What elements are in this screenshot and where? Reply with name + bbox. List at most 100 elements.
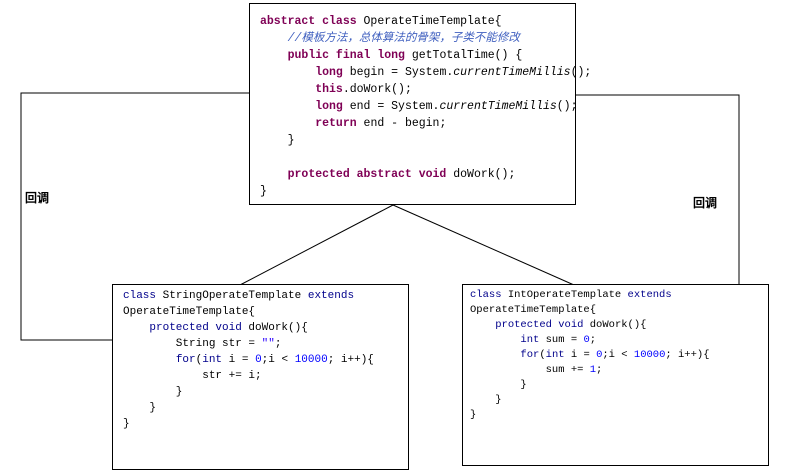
code-token: String str =	[123, 338, 262, 350]
code-token: extends	[627, 289, 672, 301]
code-token: StringOperateTemplate	[156, 290, 308, 302]
code-token	[123, 354, 176, 366]
code-token: end = System.	[342, 100, 440, 113]
code-line: }	[123, 400, 156, 416]
code-token: getTotalTime() {	[404, 49, 523, 62]
code-line: long end = System.currentTimeMillis();	[260, 98, 578, 115]
code-token	[260, 117, 315, 130]
code-token: ();	[570, 66, 592, 79]
code-token: for	[175, 354, 196, 366]
code-token: 1	[589, 364, 597, 376]
code-token: OperateTimeTemplate{	[470, 304, 597, 316]
code-token: ; i++){	[665, 349, 710, 361]
code-token: ""	[261, 338, 275, 350]
code-token: public final long	[287, 49, 405, 62]
code-line: //模板方法，总体算法的骨架，子类不能修改	[260, 30, 520, 47]
code-token: 0	[583, 334, 590, 346]
code-token: (	[539, 349, 546, 361]
code-token: }	[123, 386, 183, 398]
code-token: protected void	[149, 322, 242, 334]
code-token	[470, 334, 520, 346]
code-token: }	[470, 409, 477, 421]
code-token: int	[202, 354, 223, 366]
code-token: }	[123, 418, 130, 430]
code-line: String str = "";	[123, 336, 282, 352]
code-token: OperateTimeTemplate{	[356, 15, 502, 28]
code-token: ();	[556, 100, 578, 113]
code-token: 0	[255, 354, 262, 366]
code-token: return	[315, 117, 357, 130]
code-token: OperateTimeTemplate{	[123, 306, 256, 318]
code-token: protected void	[495, 319, 584, 331]
code-token: abstract class	[260, 15, 357, 28]
inherit-line-right	[392, 204, 575, 286]
code-line: class IntOperateTemplate extends	[470, 288, 672, 303]
code-line: for(int i = 0;i < 10000; i++){	[123, 352, 374, 368]
code-line: long begin = System.currentTimeMillis();	[260, 64, 591, 81]
code-token: currentTimeMillis	[439, 100, 557, 113]
code-token: doWork();	[446, 168, 516, 181]
code-line: public final long getTotalTime() {	[260, 47, 523, 64]
code-token: class	[123, 290, 157, 302]
code-line: class StringOperateTemplate extends	[123, 288, 354, 304]
code-token	[260, 66, 315, 79]
code-token: sum =	[539, 334, 584, 346]
code-token: }	[470, 394, 502, 406]
code-token: doWork(){	[583, 319, 647, 331]
code-token: //模板方法，总体算法的骨架，子类不能修改	[260, 32, 520, 45]
code-token	[470, 319, 495, 331]
code-token: currentTimeMillis	[453, 66, 571, 79]
code-line: protected abstract void doWork();	[260, 166, 516, 183]
code-token: end - begin;	[356, 117, 447, 130]
code-token	[260, 49, 288, 62]
code-line: for(int i = 0;i < 10000; i++){	[470, 348, 710, 363]
code-token: class	[470, 289, 502, 301]
code-token: }	[260, 185, 267, 198]
code-token: for	[520, 349, 540, 361]
code-token	[123, 322, 149, 334]
code-token	[260, 83, 315, 96]
code-line: }	[470, 408, 476, 423]
code-line: }	[260, 132, 295, 149]
abstract-class-box: abstract class OperateTimeTemplate{ //模板…	[249, 3, 591, 205]
code-token: this	[315, 83, 343, 96]
code-token	[260, 168, 288, 181]
code-token: .doWork();	[342, 83, 412, 96]
code-line: this.doWork();	[260, 81, 412, 98]
code-token: IntOperateTemplate	[501, 289, 628, 301]
code-token: long	[315, 66, 343, 79]
code-token	[470, 349, 520, 361]
code-token: ;i <	[261, 354, 295, 366]
code-line: protected void doWork(){	[470, 318, 646, 333]
code-token: sum +=	[470, 364, 590, 376]
code-token: int	[545, 349, 565, 361]
callback-label-right: 回调	[693, 196, 718, 210]
callback-label-left: 回调	[25, 191, 50, 205]
code-line: }	[123, 384, 183, 400]
code-line: }	[470, 378, 527, 393]
callback-line-left	[20, 92, 345, 341]
code-token: }	[123, 402, 157, 414]
inherit-line-left	[239, 204, 394, 286]
code-token: begin = System.	[342, 66, 454, 79]
code-token: ;	[274, 338, 282, 350]
code-line: OperateTimeTemplate{	[470, 303, 596, 318]
code-token: str += i;	[123, 370, 262, 382]
code-token: ; i++){	[327, 354, 374, 366]
code-token: doWork(){	[241, 322, 308, 334]
code-line: }	[470, 393, 502, 408]
code-line: str += i;	[123, 368, 262, 384]
code-token: }	[470, 379, 527, 391]
code-line: }	[123, 416, 130, 432]
code-token: (	[195, 354, 203, 366]
code-token: 10000	[294, 354, 328, 366]
code-line: return end - begin;	[260, 115, 446, 132]
code-token: 0	[596, 349, 603, 361]
code-token	[260, 100, 315, 113]
code-line: protected void doWork(){	[123, 320, 308, 336]
code-token: ;	[589, 334, 597, 346]
code-line: sum += 1;	[470, 363, 603, 378]
code-line: }	[260, 183, 267, 200]
